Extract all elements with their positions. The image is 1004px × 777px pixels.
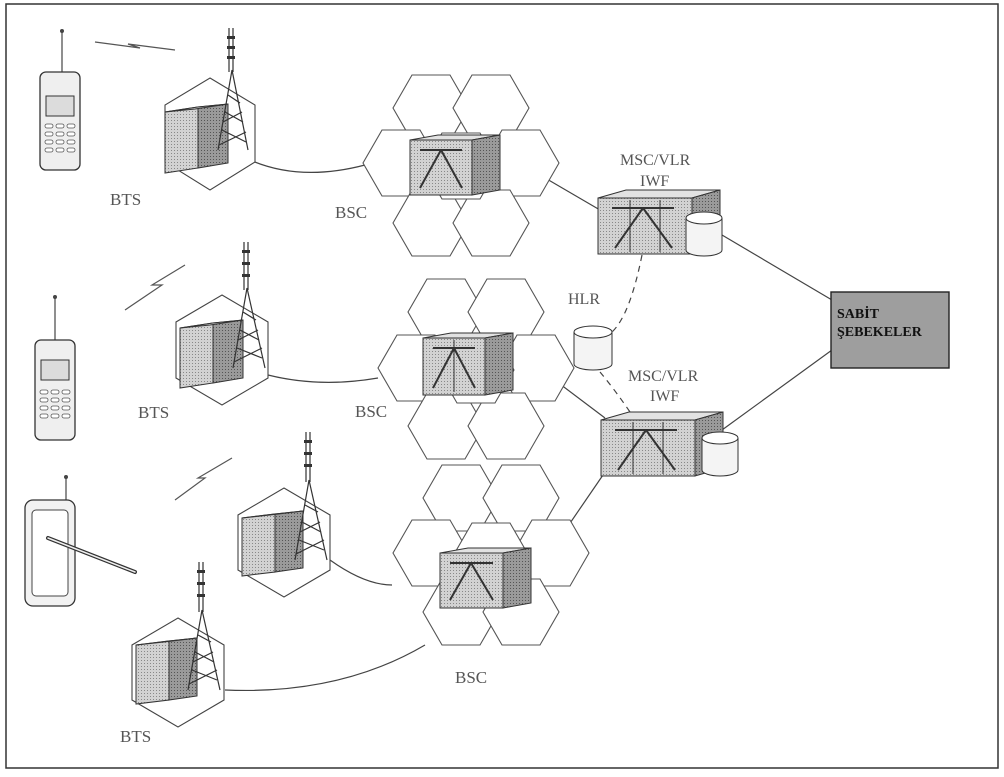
link-bts2-bsc2	[267, 374, 379, 383]
bsc-switch-2	[422, 332, 514, 396]
bts-label: BTS	[120, 727, 151, 746]
link-bts4-bsc3	[224, 644, 426, 692]
msc-vlr-label: MSC/VLR	[620, 152, 691, 169]
radio-links	[94, 41, 233, 501]
msc-vlr-label: MSC/VLR	[628, 368, 699, 385]
link-msc1-fixed	[721, 234, 833, 301]
connection-lines	[224, 159, 833, 692]
link-bts3-bsc3	[329, 559, 393, 586]
iwf-label: IWF	[650, 388, 679, 405]
hlr-database-icon	[573, 325, 613, 371]
component-labels: BTS BTS BTS BSC BSC BSC MSC/VLR IWF MSC/…	[110, 152, 699, 746]
mobile-phone-icon	[34, 295, 76, 441]
bts-station-1	[164, 28, 256, 191]
fixed-network-box: SABİT ŞEBEKELER	[830, 291, 950, 369]
link-hlr-msc2	[599, 371, 631, 413]
diagram-frame	[5, 3, 999, 769]
radio-link-1	[94, 41, 176, 51]
link-msc2-fixed	[721, 349, 833, 431]
bts-station-2	[175, 242, 269, 406]
radio-link-2	[124, 264, 186, 311]
bsc-label: BSC	[335, 203, 367, 222]
fixed-network-label-line1: SABİT	[837, 305, 880, 322]
bts-label: BTS	[138, 403, 169, 422]
hlr-label: HLR	[568, 291, 600, 308]
iwf-label: IWF	[640, 173, 669, 190]
bsc-label: BSC	[355, 402, 387, 421]
msc-vlr-unit-2	[600, 411, 739, 477]
link-bsc1-msc1	[539, 174, 601, 211]
vlr-database-icon	[685, 211, 723, 257]
radio-link-3	[174, 457, 233, 501]
bsc-switch-3	[439, 547, 532, 609]
link-bts1-bsc1	[249, 159, 366, 173]
bsc-switch-1	[409, 134, 501, 196]
vlr-database-icon	[701, 431, 739, 477]
mobile-phone-icon	[39, 29, 81, 171]
msc-vlr-unit-1	[597, 189, 723, 257]
bts-station-3	[237, 432, 331, 598]
bts-station-4	[131, 562, 225, 728]
bsc-label: BSC	[455, 668, 487, 687]
fixed-network-label-line2: ŞEBEKELER	[837, 325, 923, 340]
link-msc1-hlr	[611, 254, 643, 333]
bts-label: BTS	[110, 190, 141, 209]
pda-device-icon	[24, 475, 137, 607]
